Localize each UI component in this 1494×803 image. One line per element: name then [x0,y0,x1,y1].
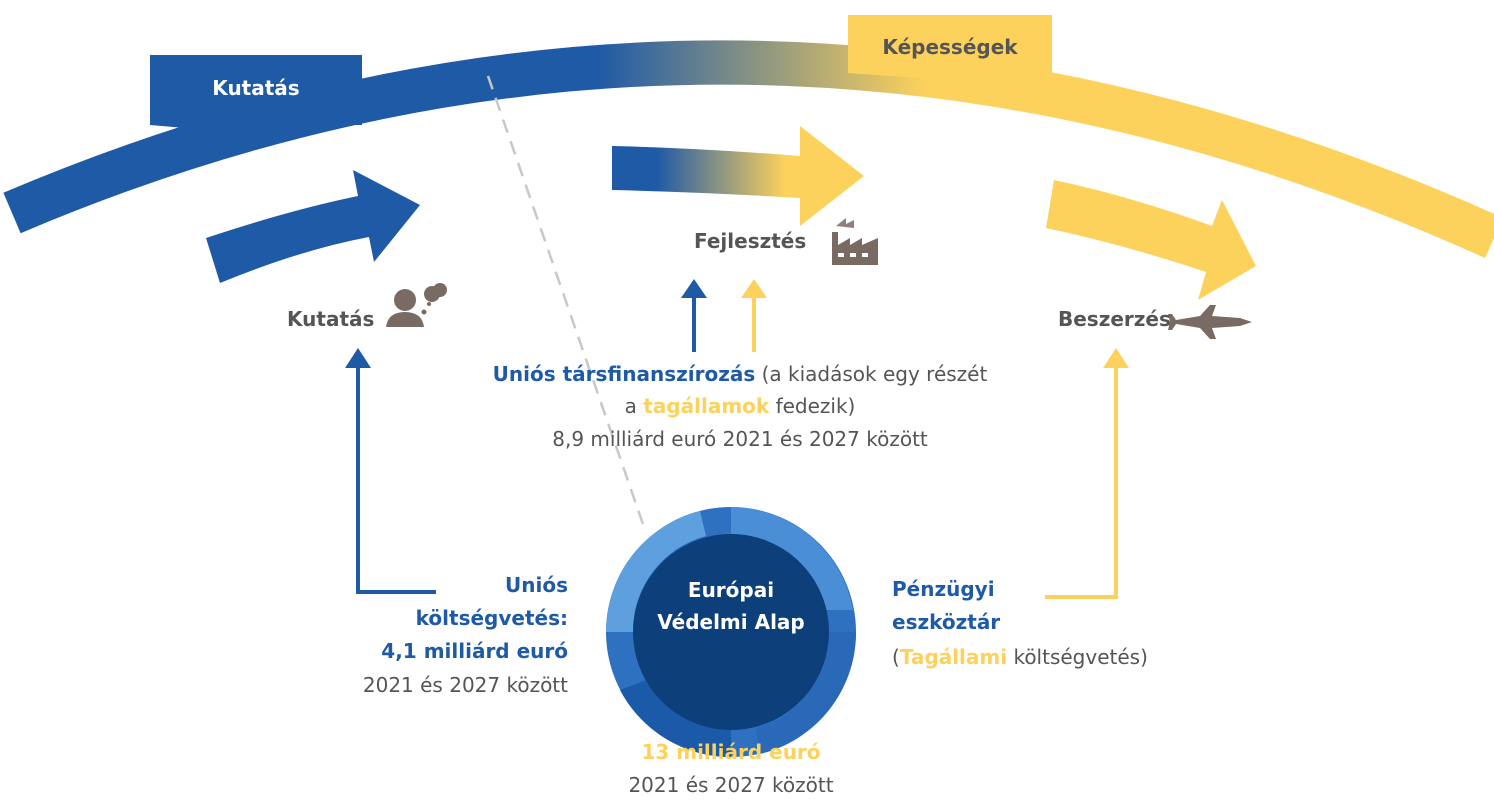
cofinancing-line2: a tagállamok fedezik) [430,394,1050,418]
toolbox-budget: költségvetés) [1007,645,1148,669]
overall-arc [3,40,1494,259]
fund-circle [606,507,857,758]
cofinancing-title: Uniós társfinanszírozás [492,362,756,386]
toolbox-line1: Pénzügyi [892,577,995,601]
stage-procurement-label: Beszerzés [1058,307,1171,331]
budget-line1: Uniós [505,573,568,597]
dashed-connector [486,75,647,531]
cofinancing-line1: Uniós társfinanszírozás (a kiadások egy … [430,362,1050,386]
fund-line1: Európai [687,578,775,602]
thinking-person-icon [386,283,447,327]
procurement-arrow [1046,180,1256,300]
budget-line3: 4,1 milliárd euró [381,639,568,663]
stage-research-label: Kutatás [287,307,375,331]
cofinancing-arrow-blue [681,279,707,352]
cofinancing-amount: 8,9 milliárd euró 2021 és 2027 között [552,427,928,451]
cofinancing-prefix: a [624,394,644,418]
capabilities-banner-label: Képességek [882,35,1018,59]
development-arrow [612,126,864,226]
capabilities-banner [848,15,1052,80]
cofinancing-suffix: fedezik) [769,394,856,418]
fighter-jet-icon [1168,305,1252,339]
cofinancing-text1: (a kiadások egy részét [755,362,988,386]
toolbox-member-state: Tagállami [899,645,1008,669]
budget-line2: költségvetés: [415,606,568,630]
factory-icon [832,218,878,265]
total-amount: 13 milliárd euró [641,740,821,764]
toolbox-arrow [1045,348,1129,599]
budget-line4: 2021 és 2027 között [362,673,568,697]
stage-development-label: Fejlesztés [694,229,807,253]
research-banner [150,55,362,134]
cofinancing-arrow-yellow [741,279,767,352]
toolbox-paren: ( [892,645,900,669]
total-period: 2021 és 2027 között [628,773,834,797]
fund-line2: Védelmi Alap [657,610,805,634]
research-arrow [206,170,420,283]
budget-arrow [345,348,436,594]
toolbox-line2: eszköztár [892,610,1001,634]
research-banner-label: Kutatás [212,76,300,100]
toolbox-line3: (Tagállami költségvetés) [892,645,1148,669]
cofinancing-member-states: tagállamok [643,394,770,418]
